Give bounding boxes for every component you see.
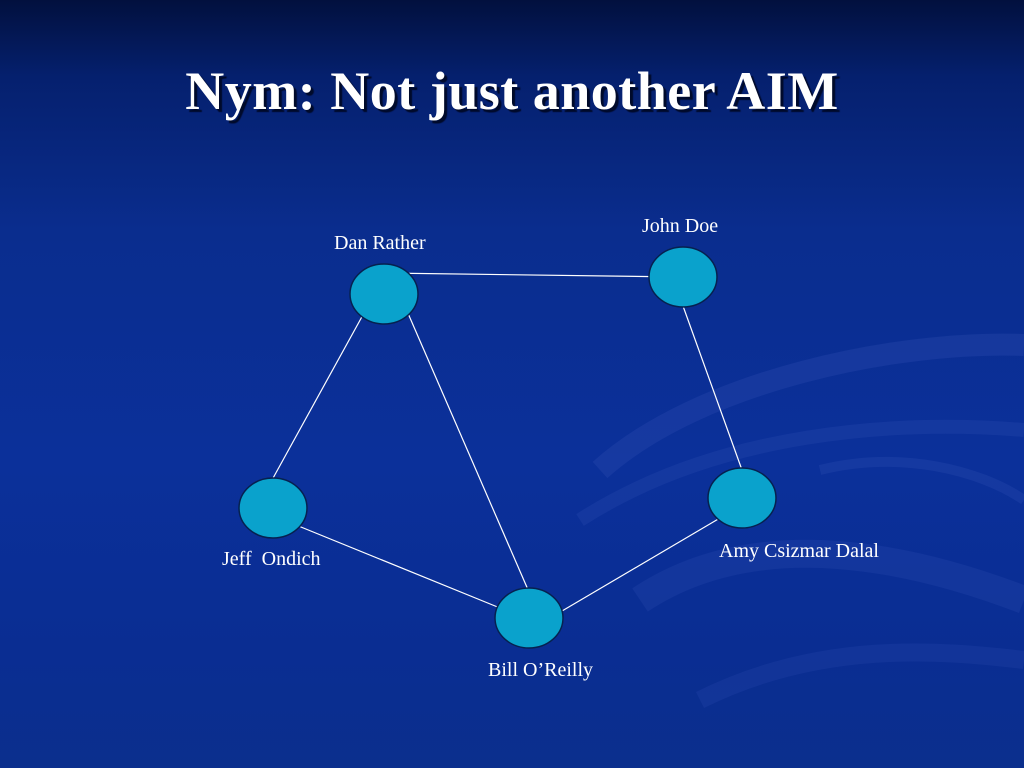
node-amy-csizmar-dalal[interactable] xyxy=(707,467,777,529)
node-john-doe[interactable] xyxy=(648,246,718,308)
edge-bill-amy xyxy=(561,517,721,612)
label-jeff-ondich: Jeff Ondich xyxy=(222,548,321,570)
label-john-doe: John Doe xyxy=(642,215,719,237)
edge-dan-jeff xyxy=(271,312,365,481)
edge-dan-bill xyxy=(406,310,530,593)
node-dan-rather[interactable] xyxy=(349,263,419,325)
edge-jeff-bill xyxy=(295,524,501,609)
edge-john-amy xyxy=(682,305,743,471)
edge-dan-john xyxy=(383,272,683,278)
slide-title: Nym: Not just another AIM xyxy=(185,61,839,121)
label-bill-oreilly: Bill O’Reilly xyxy=(488,659,593,681)
label-dan-rather: Dan Rather xyxy=(334,232,426,254)
node-jeff-ondich[interactable] xyxy=(238,477,308,539)
nodes xyxy=(238,246,777,649)
label-amy-csizmar-dalal: Amy Csizmar Dalal xyxy=(719,540,879,562)
edges xyxy=(271,272,743,612)
node-bill-oreilly[interactable] xyxy=(494,587,564,649)
